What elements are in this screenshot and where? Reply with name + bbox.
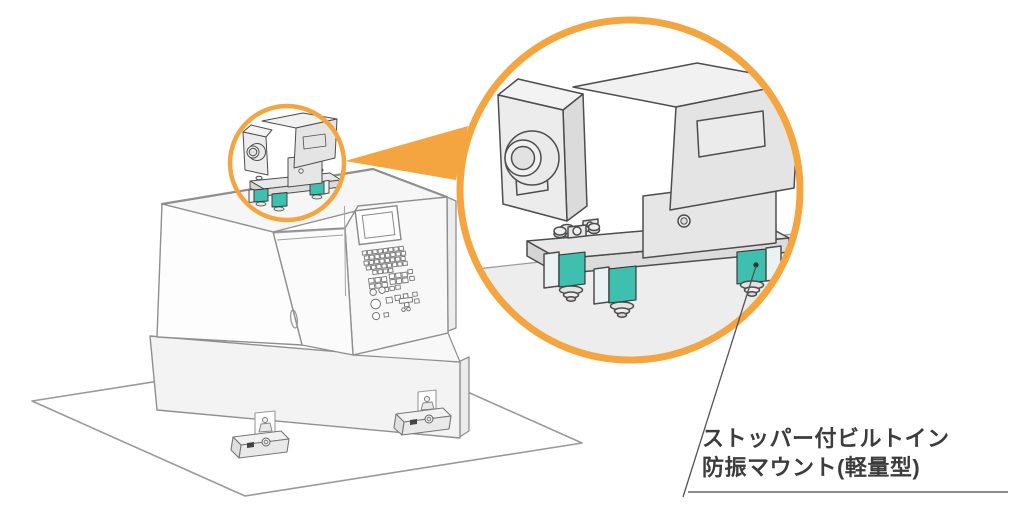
panel-key (385, 296, 394, 304)
panel-key (397, 261, 403, 267)
vibration-mount (593, 265, 637, 318)
panel-key (386, 262, 393, 269)
panel-key (377, 248, 384, 254)
leveling-foot (393, 389, 452, 436)
panel-key (400, 250, 407, 257)
large-callout-ring (456, 16, 804, 364)
vibration-mount (736, 245, 782, 297)
panel-key (394, 256, 401, 262)
panel-key (401, 271, 409, 278)
caption: ストッパー付ビルトイン 防振マウント(軽量型) (688, 424, 1008, 494)
machine (149, 167, 470, 459)
panel-key (388, 273, 396, 280)
screen-inner (361, 211, 396, 239)
panel-key (375, 263, 382, 270)
panel-key (379, 258, 385, 264)
vibration-mount (271, 192, 288, 208)
motor-lens (504, 130, 560, 186)
panel-key (377, 268, 384, 275)
small-callout-ring (227, 103, 347, 223)
panel-key (389, 278, 397, 286)
machine-cabinet (156, 167, 457, 356)
leveling-foot (230, 410, 290, 459)
panel-key (368, 254, 375, 260)
panel-key (374, 276, 382, 284)
panel-key (412, 291, 418, 297)
motor-unit (497, 62, 800, 318)
vibration-mount (543, 251, 586, 302)
callout-wedge (345, 126, 468, 180)
machine-base (149, 332, 470, 439)
panel-key (389, 257, 396, 263)
panel-key (413, 298, 420, 304)
panel-key (373, 259, 380, 265)
left-face (156, 203, 303, 346)
leader-anchor-dot (753, 262, 759, 268)
panel-key (402, 277, 409, 284)
panel-key (400, 255, 406, 262)
panel-key (381, 281, 389, 288)
panel-key (394, 272, 402, 279)
control-panel (354, 204, 420, 321)
panel-key (380, 276, 388, 283)
panel-key (389, 285, 396, 292)
vibration-mount (253, 188, 269, 203)
panel-key (395, 251, 402, 257)
panel-key (393, 246, 399, 252)
panel-key (368, 283, 376, 290)
large-callout (456, 16, 804, 364)
panel-key (381, 263, 387, 269)
panel-key (384, 252, 391, 258)
panel-key (363, 260, 370, 266)
panel-key (372, 248, 378, 255)
panel-key (382, 247, 389, 254)
panel-key (398, 245, 405, 252)
panel-key (379, 253, 386, 259)
panel-key (402, 260, 409, 267)
motor-body (572, 62, 800, 108)
panel-key (372, 269, 378, 276)
panel-key (391, 261, 398, 268)
panel-key (390, 251, 396, 258)
leader-line (682, 265, 757, 498)
caption-line1: ストッパー付ビルトイン (702, 426, 950, 451)
motor-label (696, 110, 766, 158)
caption-line2: 防振マウント(軽量型) (702, 455, 921, 481)
panel-key (368, 277, 375, 284)
panel-key (375, 282, 382, 289)
panel-key (387, 247, 394, 253)
panel-key (361, 250, 368, 256)
panel-key (368, 259, 375, 266)
panel-keys (361, 245, 420, 318)
panel-key (363, 255, 370, 261)
panel-key (384, 257, 391, 264)
panel-key (395, 278, 403, 285)
panel-key (370, 264, 377, 270)
panel-key (383, 312, 390, 318)
panel-key (409, 275, 416, 282)
panel-key (366, 249, 373, 256)
panel-key (395, 284, 401, 290)
panel-key (382, 268, 389, 274)
panel-key (407, 268, 414, 275)
panel-key (387, 267, 394, 274)
jog-dial (370, 298, 381, 310)
panel-key (374, 253, 380, 260)
door-handle (289, 309, 299, 329)
panel-key (365, 265, 372, 271)
